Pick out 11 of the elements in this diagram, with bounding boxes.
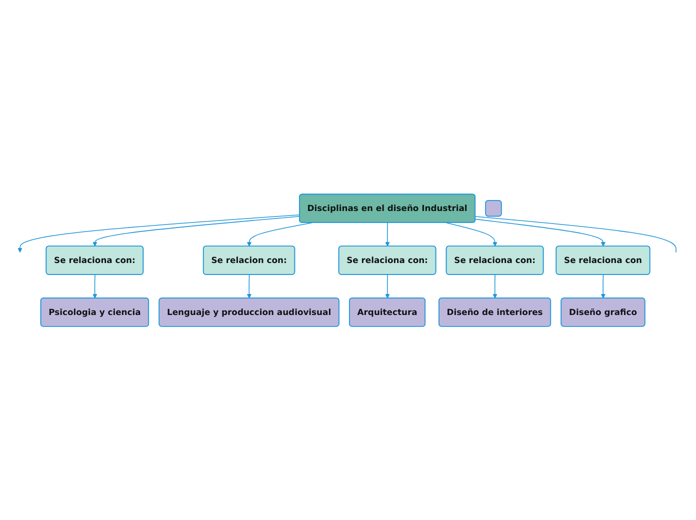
arrow bbox=[385, 222, 390, 246]
arrow bbox=[246, 222, 313, 246]
arrow bbox=[492, 274, 498, 298]
arrow bbox=[446, 222, 498, 246]
arrow bbox=[92, 216, 300, 246]
arrow bbox=[385, 274, 390, 298]
arrow bbox=[600, 274, 606, 298]
arrow bbox=[18, 214, 300, 252]
arrow bbox=[475, 218, 606, 246]
arrow bbox=[92, 274, 98, 298]
arrow bbox=[246, 274, 252, 298]
